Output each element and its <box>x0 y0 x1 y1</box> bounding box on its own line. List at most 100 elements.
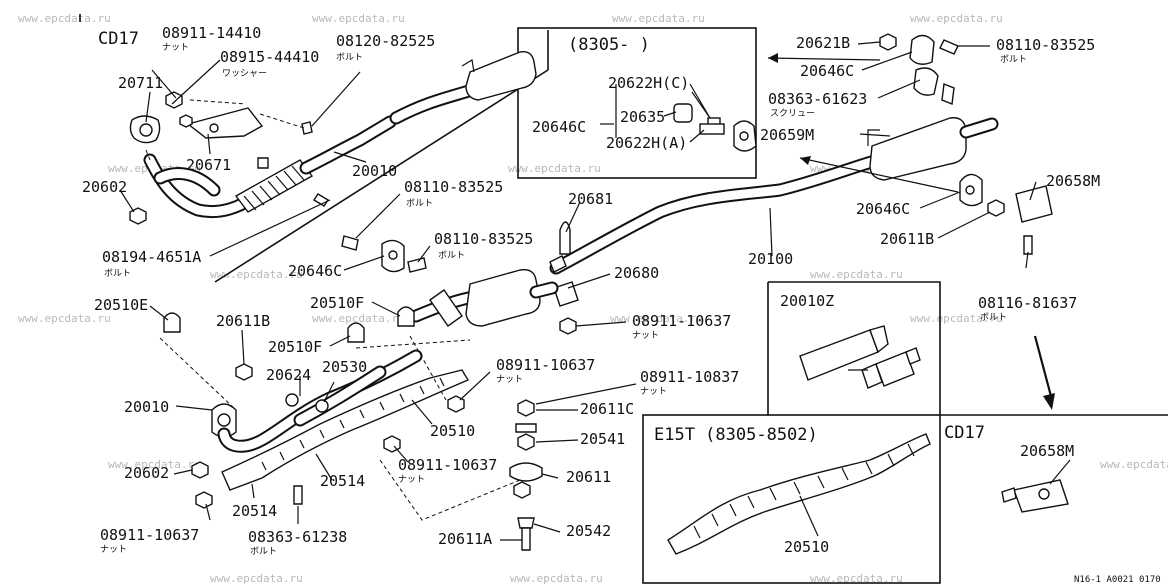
watermark-text: www.epcdata.ru <box>108 458 201 471</box>
part-labels: CD17 08911-14410 ナット 08915-44410 ワッシャー 0… <box>82 24 1161 584</box>
part-label: 20010 <box>352 162 397 180</box>
part-label: 20514 <box>232 502 277 520</box>
part-label: 20611B <box>216 312 270 330</box>
part-label: 20602 <box>124 464 169 482</box>
part-label: 20658M <box>1020 442 1074 460</box>
part-label: 08110-83525 <box>434 230 533 248</box>
watermark-text: www.epcdata.ru <box>910 12 1003 25</box>
part-label: 20624 <box>266 366 311 384</box>
watermark-text: www.epcdata.ru <box>910 312 1003 325</box>
part-label: 20611C <box>580 400 634 418</box>
watermark-text: www.epcdata.ru <box>510 572 603 584</box>
part-label: 20635 <box>620 108 665 126</box>
sub-label-nut: ナット <box>162 42 189 53</box>
sub-label-bolt: ボルト <box>104 268 131 279</box>
sub-label-nut: ナット <box>640 386 667 397</box>
part-label: 20659M <box>760 126 814 144</box>
part-label: 08915-44410 <box>220 48 319 66</box>
watermark-text: www.epcdata.ru <box>612 12 705 25</box>
part-label: 20510 <box>430 422 475 440</box>
inset-date-label: (8305- ) <box>568 35 650 55</box>
watermark-text: www.epcdata.ru <box>610 312 703 325</box>
sub-label-screw: スクリュー <box>770 108 815 119</box>
part-label: 20622H(C) <box>608 74 689 92</box>
part-label: 08911-14410 <box>162 24 261 42</box>
mount-parts <box>509 399 543 551</box>
part-label: 20530 <box>322 358 367 376</box>
bracket-cd17 <box>1001 479 1069 513</box>
part-label: 08110-83525 <box>404 178 503 196</box>
frames <box>79 14 1168 584</box>
sub-label-washer: ワッシャー <box>222 69 267 79</box>
watermark-text: www.epcdata.ru <box>18 12 111 25</box>
part-label: 08363-61238 <box>248 528 347 546</box>
part-label: 20611A <box>438 530 492 548</box>
sub-label-bolt: ボルト <box>406 198 433 209</box>
part-label: 20510 <box>784 538 829 556</box>
part-label: 20680 <box>614 264 659 282</box>
part-label: 20510E <box>94 296 148 314</box>
inset-e15t-label: E15T (8305-8502) <box>654 425 818 445</box>
part-label: 08911-10837 <box>640 368 739 386</box>
part-label: 20602 <box>82 178 127 196</box>
watermark-text: www.epcdata.ru <box>810 572 903 584</box>
part-label: 20646C <box>288 262 342 280</box>
sealant-kit <box>799 325 921 389</box>
tail-pipe-20100 <box>341 33 1055 410</box>
engine-label-cd17: CD17 <box>98 29 139 49</box>
sub-label-bolt: ボルト <box>250 546 277 557</box>
watermark-text: www.epcdata.ru <box>18 312 111 325</box>
part-label: 08120-82525 <box>336 32 435 50</box>
part-label: 20646C <box>800 62 854 80</box>
watermark-text: www.epcdata.ru <box>1100 458 1168 471</box>
front-pipe-cd17 <box>129 51 537 225</box>
part-label: 20542 <box>566 522 611 540</box>
part-label: 20658M <box>1046 172 1100 190</box>
engine-label-cd17: CD17 <box>944 423 985 443</box>
watermark-text: www.epcdata.ru <box>810 268 903 281</box>
front-pipe-e15t <box>159 306 521 521</box>
watermark-text: www.epcdata.ru <box>508 162 601 175</box>
watermark-text: www.epcdata.ru <box>312 312 405 325</box>
part-label: 20100 <box>748 250 793 268</box>
part-label: 08911-10637 <box>398 456 497 474</box>
part-label: 20621B <box>796 34 850 52</box>
part-label: 20010 <box>124 398 169 416</box>
part-label: 08116-81637 <box>978 294 1077 312</box>
sub-label-bolt: ボルト <box>336 52 363 63</box>
part-label: 20681 <box>568 190 613 208</box>
part-label: 20622H(A) <box>606 134 687 152</box>
sub-label-nut: ナット <box>496 374 523 385</box>
watermark-text: www.epcdata.ru <box>210 572 303 584</box>
part-label: 08911-10637 <box>100 526 199 544</box>
sub-label-bolt: ボルト <box>980 312 1007 323</box>
part-label: 08194-4651A <box>102 248 201 266</box>
part-label: 20510F <box>310 294 364 312</box>
corner-code: N16-1 A0021 0170 <box>1074 575 1161 584</box>
part-label: 08110-83525 <box>996 36 1095 54</box>
sub-label-nut: ナット <box>100 544 127 555</box>
inset-hanger-detail <box>673 91 757 152</box>
part-label: 20711 <box>118 74 163 92</box>
center-muffler <box>409 269 559 327</box>
part-label: 20671 <box>186 156 231 174</box>
watermark-text: www.epcdata.ru <box>312 12 405 25</box>
sub-label-nut: ナット <box>398 474 425 485</box>
part-label: 20510F <box>268 338 322 356</box>
part-label: 08911-10637 <box>496 356 595 374</box>
leader-lines <box>119 41 1071 541</box>
part-label: 20514 <box>320 472 365 490</box>
part-label: 20541 <box>580 430 625 448</box>
part-label: 20611B <box>880 230 934 248</box>
part-label: 20646C <box>856 200 910 218</box>
sub-label-bolt: ボルト <box>1000 54 1027 65</box>
part-label: 20611 <box>566 468 611 486</box>
part-label: 20646C <box>532 118 586 136</box>
part-label: 20010Z <box>780 292 834 310</box>
heat-shield-e15t <box>667 433 931 555</box>
part-label: 08911-10637 <box>632 312 731 330</box>
sub-label-bolt: ボルト <box>438 250 465 261</box>
sub-label-nut: ナット <box>632 330 659 341</box>
part-label: 08363-61623 <box>768 90 867 108</box>
